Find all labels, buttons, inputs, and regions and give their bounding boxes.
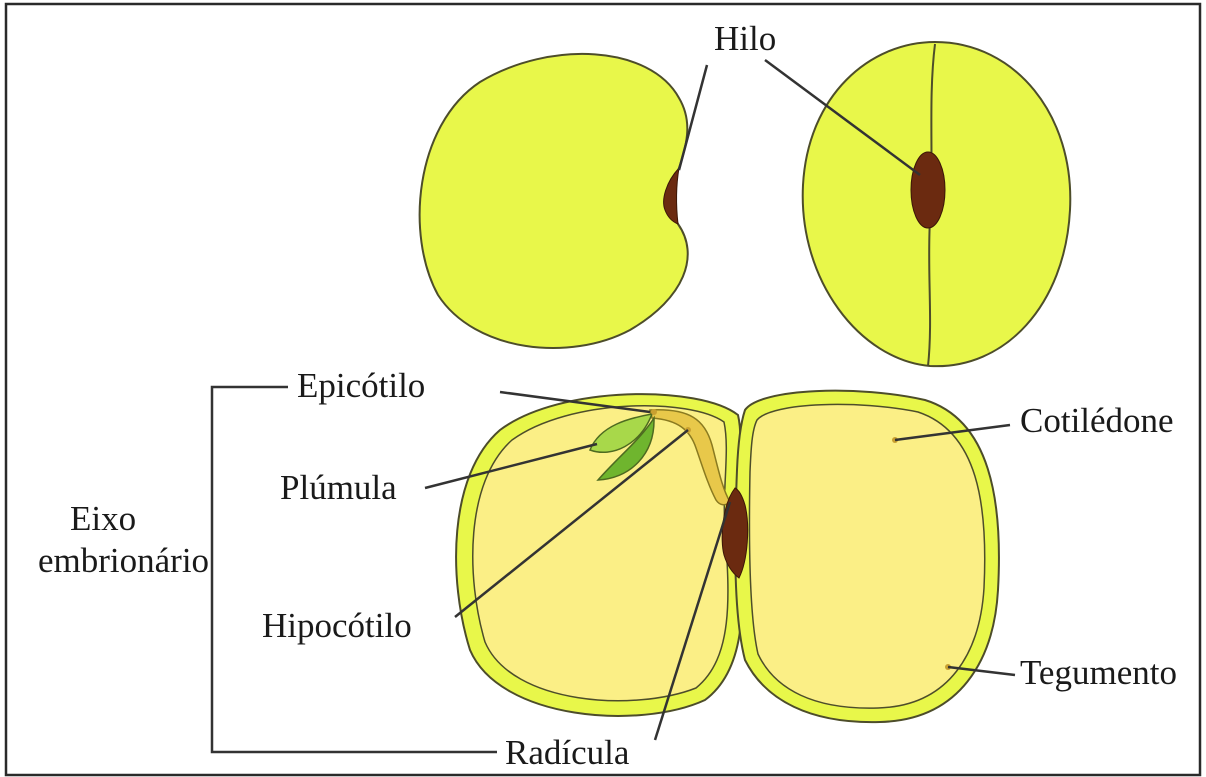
label-tegumento: Tegumento bbox=[1020, 653, 1177, 692]
seed-side-view bbox=[420, 54, 688, 348]
label-embrionario: embrionário bbox=[38, 541, 209, 580]
label-radicula: Radícula bbox=[505, 733, 630, 772]
label-cotiledone: Cotilédone bbox=[1020, 401, 1174, 440]
label-epicotilo: Epicótilo bbox=[297, 366, 425, 405]
label-eixo: Eixo bbox=[70, 499, 136, 538]
seed-opened-view bbox=[456, 391, 999, 722]
label-hipocotilo: Hipocótilo bbox=[262, 606, 412, 645]
cotyledon-right bbox=[749, 404, 984, 708]
epicotyl-dot bbox=[651, 409, 657, 415]
hilum-front bbox=[911, 152, 945, 228]
label-plumula: Plúmula bbox=[280, 468, 397, 507]
seed-coat bbox=[420, 54, 688, 348]
label-hilo: Hilo bbox=[714, 19, 776, 58]
